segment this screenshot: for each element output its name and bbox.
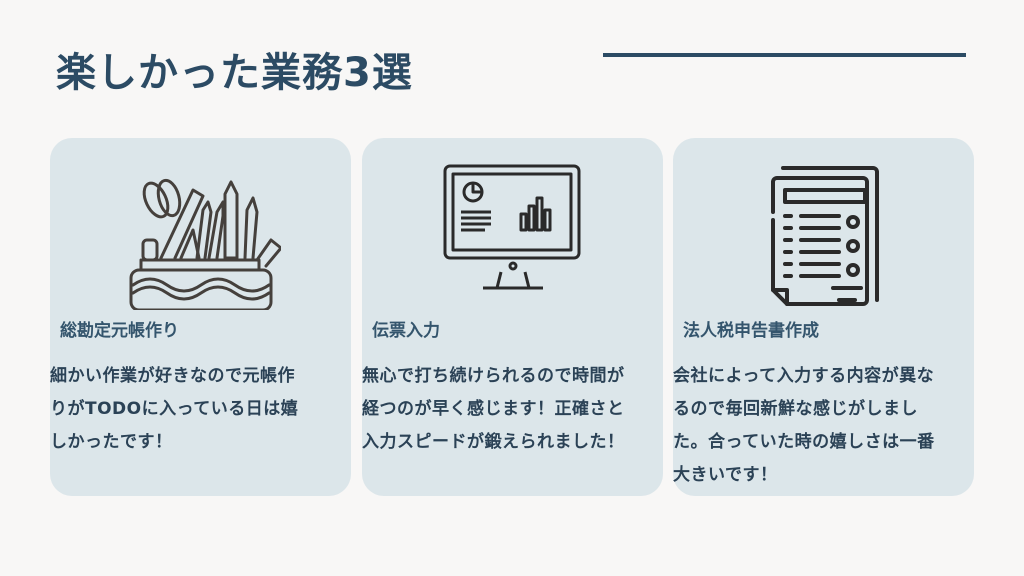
card-corporate-tax-return: 法人税申告書作成 会社によって入力する内容が異な るので毎回新鮮な感じがしまし …: [673, 138, 974, 496]
document-icon: [673, 160, 974, 310]
page-title: 楽しかった業務3選: [56, 50, 413, 96]
body-line: た。合っていた時の嬉しさは一番: [673, 432, 935, 452]
card-heading: 総勘定元帳作り: [60, 321, 179, 341]
card-general-ledger: 総勘定元帳作り 細かい作業が好きなので元帳作 りがTODOに入っている日は嬉 し…: [50, 138, 351, 496]
title-divider: [603, 53, 966, 57]
body-line: 入力スピードが鍛えられました！: [362, 432, 625, 452]
card-heading: 伝票入力: [372, 321, 440, 341]
body-line: 細かい作業が好きなので元帳作: [50, 366, 295, 386]
body-line: しかったです！: [50, 432, 173, 452]
body-line: 大きいです！: [673, 465, 778, 485]
card-voucher-input: 伝票入力 無心で打ち続けられるので時間が 経つのが早く感じます！正確さと 入力ス…: [362, 138, 663, 496]
body-line: 経つのが早く感じます！正確さと: [362, 399, 625, 419]
body-line: るので毎回新鮮な感じがしまし: [673, 399, 918, 419]
card-body: 細かい作業が好きなので元帳作 りがTODOに入っている日は嬉 しかったです！: [50, 360, 350, 459]
card-body: 会社によって入力する内容が異な るので毎回新鮮な感じがしまし た。合っていた時の…: [673, 360, 973, 492]
body-line: りがTODOに入っている日は嬉: [50, 399, 299, 419]
body-line: 会社によって入力する内容が異な: [673, 366, 935, 386]
pencil-case-icon: [50, 160, 351, 310]
card-heading: 法人税申告書作成: [683, 321, 819, 341]
card-body: 無心で打ち続けられるので時間が 経つのが早く感じます！正確さと 入力スピードが鍛…: [362, 360, 662, 459]
body-line: 無心で打ち続けられるので時間が: [362, 366, 625, 386]
computer-monitor-icon: [362, 160, 663, 310]
